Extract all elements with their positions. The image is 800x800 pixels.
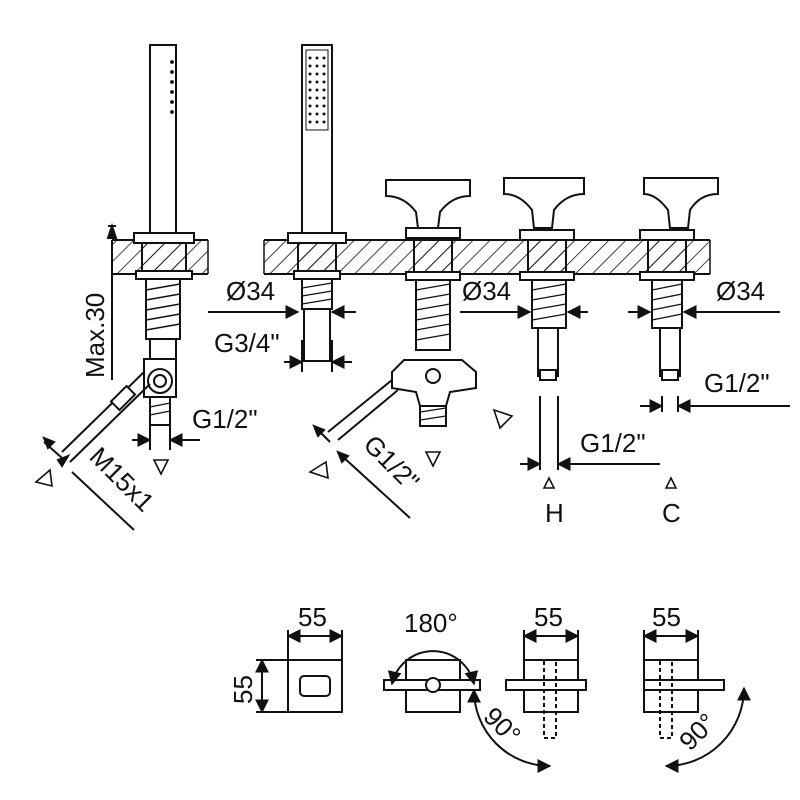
plan-view-diverter bbox=[383, 650, 481, 713]
hot-valve bbox=[503, 177, 585, 381]
max-height-label: Max.30 bbox=[80, 293, 110, 378]
plan-view-hot bbox=[467, 629, 587, 773]
diameter-diverter-label: Ø34 bbox=[462, 276, 511, 306]
thread-shower-label: G3/4" bbox=[214, 328, 280, 358]
outlet-hose-label: M15x1 bbox=[84, 441, 160, 517]
cold-marker-label: C bbox=[662, 498, 681, 528]
cold-valve bbox=[639, 177, 719, 381]
diverter-valve bbox=[327, 179, 477, 441]
outlet-diverter-label: G1/2" bbox=[358, 429, 426, 497]
flow-direction-triangles bbox=[34, 408, 678, 489]
dimension-lines bbox=[42, 222, 790, 531]
hot-marker-label: H bbox=[545, 498, 564, 528]
handshower-front bbox=[287, 44, 347, 362]
rotation-90-a-label: 90° bbox=[478, 701, 527, 750]
plan-width-3-label: 55 bbox=[652, 602, 681, 632]
plan-view-cold bbox=[642, 629, 751, 773]
plan-height-1-label: 55 bbox=[228, 675, 258, 704]
plan-view-handshower bbox=[255, 629, 344, 714]
inlet-hot-label: G1/2" bbox=[580, 428, 646, 458]
rotation-180-label: 180° bbox=[404, 608, 458, 638]
handshower-side bbox=[61, 44, 195, 463]
diameter-cold-label: Ø34 bbox=[716, 276, 765, 306]
outlet-handshower-label: G1/2" bbox=[192, 404, 258, 434]
inlet-cold-label: G1/2" bbox=[704, 368, 770, 398]
plan-width-1-label: 55 bbox=[298, 602, 327, 632]
diameter-shower-label: Ø34 bbox=[226, 276, 275, 306]
plan-width-2-label: 55 bbox=[534, 602, 563, 632]
